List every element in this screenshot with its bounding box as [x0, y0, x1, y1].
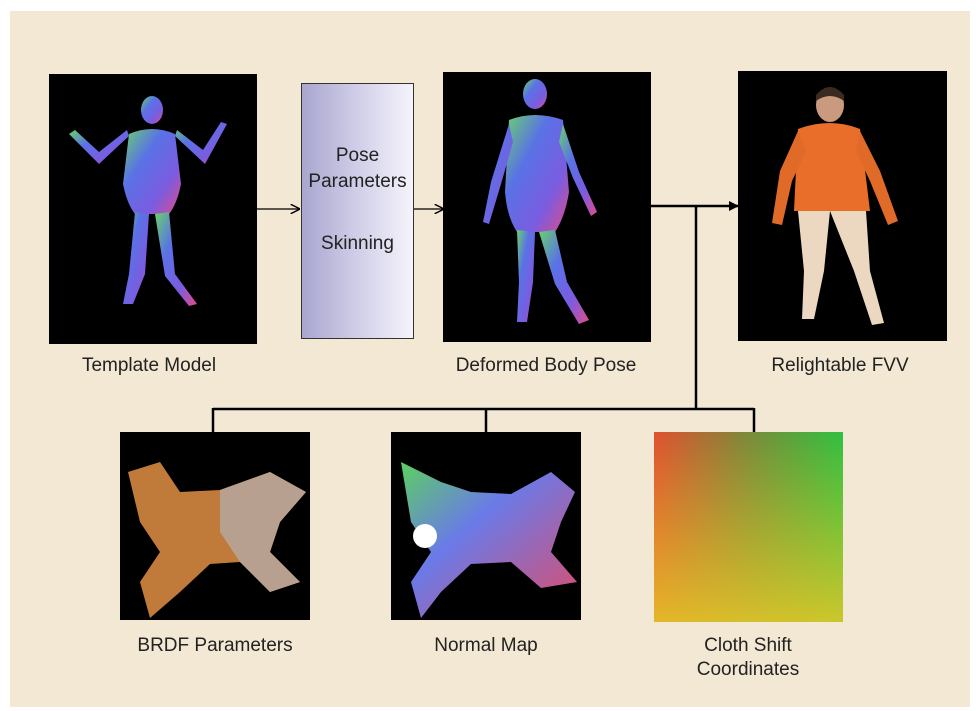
deformed-pose-image	[443, 72, 651, 342]
normal-map-image	[391, 432, 581, 620]
pose-skinning-box: Pose Parameters Skinning	[301, 83, 414, 339]
relightable-fvv-label: Relightable FVV	[735, 354, 945, 378]
template-model-label: Template Model	[49, 354, 249, 378]
body-mesh-icon	[443, 72, 651, 342]
brdf-parameters-label: BRDF Parameters	[110, 634, 320, 658]
deformed-pose-label: Deformed Body Pose	[436, 354, 656, 378]
textured-person-icon	[738, 71, 947, 341]
texture-map-icon	[120, 432, 310, 620]
process-line-skinning: Skinning	[302, 232, 413, 256]
process-line-parameters: Parameters	[302, 170, 413, 194]
relightable-fvv-image	[738, 71, 947, 341]
cloth-shift-label-line1: Cloth Shift	[648, 634, 848, 658]
cloth-shift-image	[654, 432, 843, 622]
texture-map-icon	[391, 432, 581, 620]
gradient-map-icon	[654, 432, 843, 622]
process-line-pose: Pose	[302, 144, 413, 168]
cloth-shift-label-line2: Coordinates	[648, 658, 848, 682]
template-model-image	[49, 74, 257, 344]
normal-map-label: Normal Map	[388, 634, 584, 658]
body-mesh-icon	[49, 74, 257, 344]
brdf-parameters-image	[120, 432, 310, 620]
